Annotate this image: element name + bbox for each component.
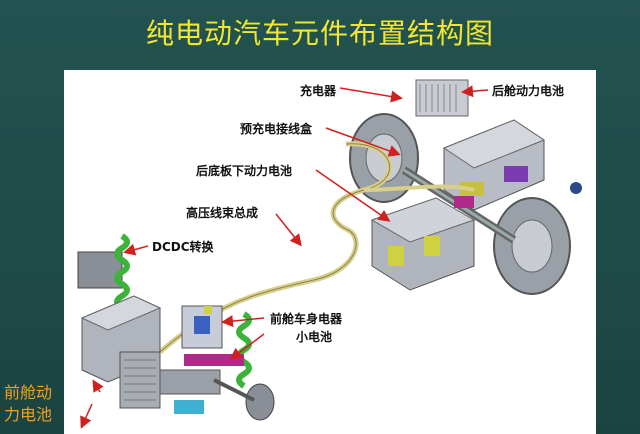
label-rear-battery: 后舱动力电池 <box>492 84 565 98</box>
charger-unit <box>415 79 469 117</box>
label-front-battery-line1: 前舱动 <box>4 383 53 402</box>
label-precharge-box: 预充电接线盒 <box>240 122 313 136</box>
front-right-spring <box>236 311 252 389</box>
label-harness: 高压线束总成 <box>186 206 259 220</box>
front-left-spring <box>114 233 130 311</box>
label-underfloor-battery: 后底板下动力电池 <box>196 164 293 178</box>
label-charger: 充电器 <box>300 84 337 98</box>
label-front-aux-line2: 小电池 <box>296 330 333 344</box>
label-front-battery-line2: 力电池 <box>4 405 53 424</box>
rear-connector <box>570 182 582 194</box>
label-dcdc: DCDC转换 <box>152 240 214 254</box>
label-front-aux-line1: 前舱车身电器 <box>270 312 343 326</box>
underfloor-battery-pack <box>370 196 476 291</box>
vehicle-layout-illustration <box>77 79 582 429</box>
callout-arrows <box>80 85 489 429</box>
front-right-wheel-hub <box>245 383 275 421</box>
page-title: 纯电动汽车元件布置结构图 <box>145 17 494 50</box>
front-assembly <box>77 233 275 421</box>
